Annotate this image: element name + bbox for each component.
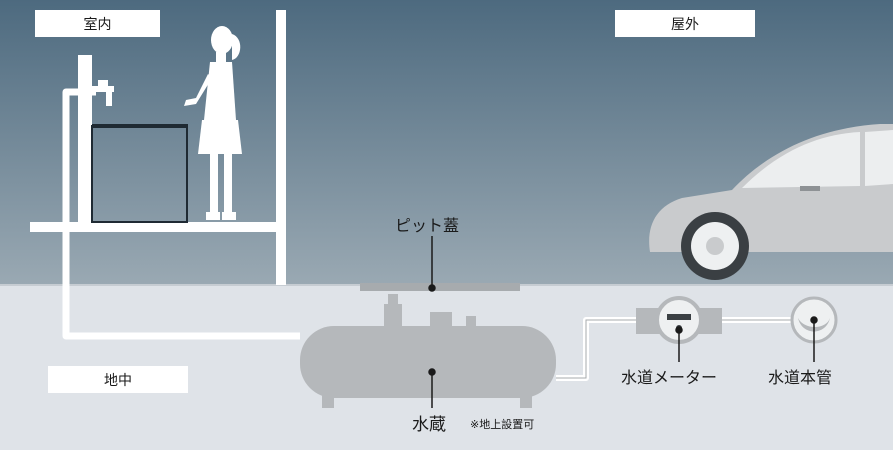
sink-post [78,55,92,222]
water-main-label: 水道本管 [768,368,833,387]
underground-label: 地中 [48,366,188,393]
outdoor-label: 屋外 [615,10,755,37]
car-icon [649,124,893,280]
water-meter-label: 水道メーター [621,368,718,387]
faucet-icon [92,80,114,106]
person-icon [184,26,242,220]
water-tank [300,294,556,408]
leader-lines [428,236,818,408]
water-meter-icon [636,296,722,344]
house-wall [276,10,286,285]
pit-cover [360,283,520,291]
pit-cover-label: ピット蓋 [395,216,460,235]
water-tank-label: 水蔵 [412,415,446,435]
indoor-label: 室内 [35,10,160,37]
house-floor [30,222,286,232]
tank-note: ※地上設置可 [470,418,535,431]
supply-pipe [62,88,300,340]
